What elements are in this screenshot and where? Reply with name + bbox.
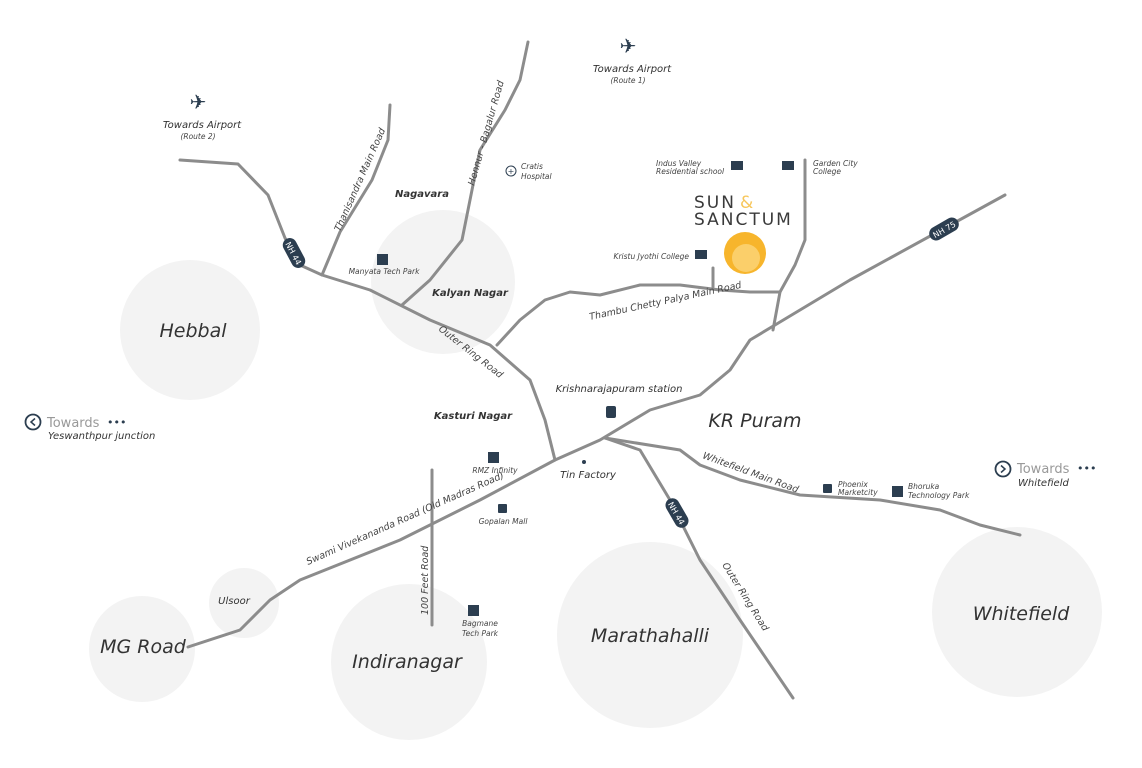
- thambu-road: [495, 283, 782, 347]
- landmark-icons: [377, 161, 903, 616]
- tin-factory-label: Tin Factory: [560, 470, 617, 481]
- towards-west-title[interactable]: Towards: [46, 416, 100, 431]
- airport1-sub: (Route 1): [610, 76, 645, 85]
- 100-feet-label: 100 Feet Road: [420, 545, 431, 615]
- kr-station-label: Krishnarajapuram station: [556, 384, 683, 395]
- phoenix-label-2: Marketcity: [838, 488, 878, 497]
- hospital-icon: [505, 165, 517, 177]
- bhoruka-label-2: Technology Park: [908, 491, 970, 500]
- towards-east-title[interactable]: Towards: [1016, 462, 1070, 477]
- garden-label-2: College: [813, 167, 841, 176]
- manyata-label: Manyata Tech Park: [349, 267, 421, 276]
- cratis-label-2: Hospital: [521, 172, 553, 181]
- hebbal-circle: [120, 260, 260, 400]
- whitefield-circle: [932, 527, 1102, 697]
- indiranagar-label: Indiranagar: [352, 651, 463, 673]
- chevron-left-icon[interactable]: [24, 413, 42, 431]
- marathahalli-circle: [557, 542, 743, 728]
- train-icon: [606, 406, 616, 418]
- indiranagar-circle: [331, 584, 487, 740]
- ulsoor-circle: [209, 568, 279, 638]
- kalyan-nagar-label: Kalyan Nagar: [432, 288, 509, 299]
- whitefield-main-road: [603, 436, 1022, 537]
- bhoruka-label: Bhoruka: [908, 482, 940, 491]
- dot-icon: [582, 460, 586, 464]
- college-icon: [782, 161, 794, 170]
- kr-puram-label: KR Puram: [708, 410, 801, 432]
- nh44-road: [178, 158, 557, 649]
- more-dots-icon: •••: [107, 416, 126, 429]
- building-icon: [468, 605, 479, 616]
- ulsoor-label: Ulsoor: [218, 596, 251, 607]
- shopping-bag-icon: [498, 504, 507, 513]
- rmz-label: RMZ Infinity: [472, 466, 518, 475]
- svg-text:+: +: [508, 167, 515, 176]
- towards-east-sub: Whitefield: [1018, 478, 1069, 489]
- airport2-sub: (Route 2): [180, 132, 215, 141]
- phoenix-label: Phoenix: [838, 480, 868, 489]
- airplane-icon: ✈: [620, 34, 637, 58]
- whitefield-label: Whitefield: [973, 603, 1070, 625]
- building-icon: [892, 486, 903, 497]
- nh75-badge: NH 75: [929, 217, 959, 241]
- brand-line1: SUN: [694, 193, 736, 213]
- kristu-label: Kristu Jyothi College: [614, 252, 690, 261]
- brand-amp: &: [740, 193, 753, 213]
- orr-marathahalli-road: [603, 436, 795, 700]
- hebbal-label: Hebbal: [159, 320, 227, 342]
- garden-city-road: [771, 158, 807, 332]
- chevron-right-icon[interactable]: [994, 460, 1012, 478]
- shopping-bag-icon: [823, 484, 832, 493]
- nh44-badge-b: NH 44: [665, 498, 689, 528]
- towards-west-sub: Yeswanthpur junction: [48, 431, 155, 442]
- nh44-badge-a: NH 44: [282, 238, 306, 268]
- bagmane-label-2: Tech Park: [462, 629, 499, 638]
- mg-road-label: MG Road: [100, 636, 187, 658]
- gopalan-label: Gopalan Mall: [479, 517, 529, 526]
- kalyan-nagar-circle: [371, 210, 515, 354]
- nh75-road: [553, 193, 1007, 462]
- thanisandra-road: [320, 103, 392, 277]
- brand-line2: SANCTUM: [694, 210, 793, 230]
- building-icon: [488, 452, 499, 463]
- thanisandra-label: Thanisandra Main Road: [333, 126, 389, 234]
- airport1-title: Towards Airport: [593, 64, 672, 75]
- marathahalli-label: Marathahalli: [591, 625, 710, 647]
- bagmane-label: Bagmane: [462, 619, 498, 628]
- building-icon: [377, 254, 388, 265]
- indus-label: Indus Valley: [656, 159, 702, 168]
- indus-label-2: Residential school: [656, 167, 725, 176]
- more-dots-icon: •••: [1077, 462, 1096, 475]
- cratis-label: Cratis: [521, 162, 543, 171]
- hennur-road: [400, 40, 530, 307]
- nagavara-label: Nagavara: [395, 189, 449, 200]
- airplane-icon: ✈: [190, 90, 207, 114]
- swami-label: Swami Vivekananda Road (Old Madras Road): [305, 470, 506, 568]
- hennur-label: Hennur - Bagalur Road: [466, 79, 507, 187]
- college-icon: [695, 250, 707, 259]
- airport2-title: Towards Airport: [163, 120, 242, 131]
- area-circles: [89, 210, 1102, 740]
- school-icon: [731, 161, 743, 170]
- mg-road-circle: [89, 596, 195, 702]
- garden-label: Garden City: [813, 159, 858, 168]
- whitefield-main-label: Whitefield Main Road: [701, 450, 801, 495]
- roads: [178, 40, 1022, 700]
- kasturi-nagar-label: Kasturi Nagar: [434, 411, 513, 422]
